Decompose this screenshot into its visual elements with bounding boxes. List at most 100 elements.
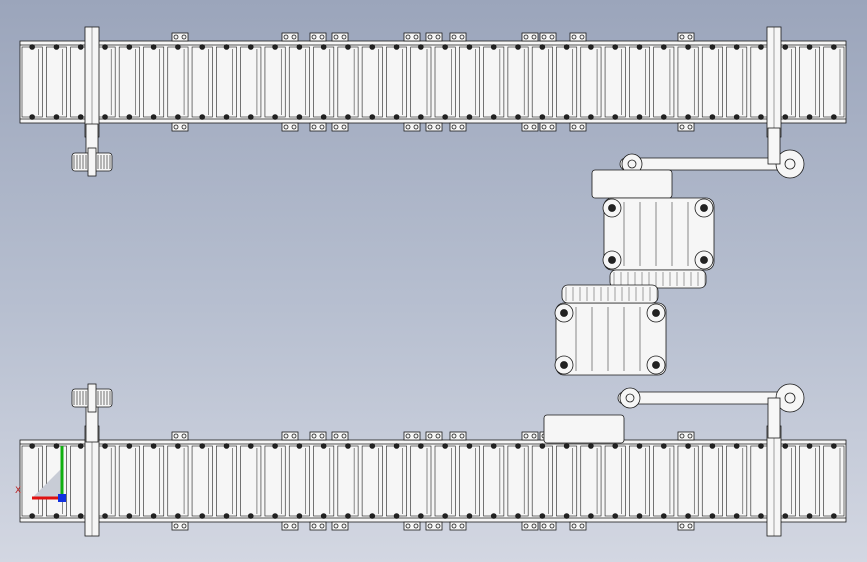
bolt-icon [405, 124, 411, 130]
bolt-icon [296, 443, 303, 449]
motor-shaft [767, 397, 781, 439]
bolt-icon [709, 513, 716, 519]
side-bracket [331, 32, 349, 42]
bolt-icon [311, 433, 317, 439]
bolt-icon [272, 114, 278, 120]
upper-conveyor[interactable] [19, 26, 847, 138]
bolt-icon [173, 433, 179, 439]
conveyor-slat [313, 46, 335, 118]
bolt-icon [369, 114, 376, 120]
motor-bracket [591, 169, 673, 199]
side-bracket [403, 521, 421, 531]
side-bracket [539, 122, 557, 132]
upper-motor-assembly[interactable] [591, 169, 715, 289]
pulley-hub [87, 383, 97, 413]
conveyor-slat [653, 445, 675, 517]
bolt-icon [806, 513, 813, 519]
bolt-icon [636, 443, 643, 449]
conveyor-slat [556, 445, 578, 517]
side-bracket [449, 521, 467, 531]
conveyor-slat [191, 445, 213, 517]
drive-belts[interactable] [617, 127, 805, 439]
bolt-icon [199, 44, 206, 50]
conveyor-slat [531, 46, 553, 118]
conveyor-slat [556, 46, 578, 118]
side-bracket [521, 122, 539, 132]
bolt-icon [175, 513, 181, 519]
side-bracket [677, 521, 695, 531]
bolt-icon [283, 34, 289, 40]
coordinate-triad-icon [32, 446, 66, 502]
bolt-icon [291, 34, 297, 40]
bolt-icon [102, 513, 108, 519]
conveyor-slat [483, 445, 505, 517]
bolt-icon [451, 523, 457, 529]
bolt-icon [126, 44, 133, 50]
bolt-icon [345, 513, 351, 519]
lower-conveyor[interactable] [19, 425, 847, 537]
conveyor-slat [118, 445, 140, 517]
bolt-icon [413, 433, 419, 439]
bolt-icon [393, 44, 400, 50]
bolt-icon [466, 44, 473, 50]
motor-flange [609, 269, 707, 289]
axis-x-label: X [15, 486, 22, 496]
side-bracket [449, 122, 467, 132]
bolt-icon [369, 44, 376, 50]
bolt-icon [333, 34, 339, 40]
bolt-icon [341, 124, 347, 130]
side-bracket [449, 32, 467, 42]
bolt-icon [291, 124, 297, 130]
bolt-icon [291, 433, 297, 439]
bolt-icon [427, 523, 433, 529]
lower-motor-assembly[interactable] [543, 284, 667, 444]
conveyor-slat [701, 445, 723, 517]
bolt-icon [393, 114, 400, 120]
bolt-icon [579, 34, 585, 40]
bolt-icon [608, 256, 616, 264]
motor-flange [561, 284, 659, 304]
bolt-icon [612, 513, 619, 519]
bolt-icon [272, 44, 278, 50]
bolt-icon [173, 34, 179, 40]
bolt-icon [782, 443, 789, 449]
bolt-icon [831, 114, 837, 120]
bolt-icon [515, 44, 521, 50]
bolt-icon [341, 523, 347, 529]
bolt-icon [709, 443, 716, 449]
bolt-icon [685, 513, 691, 519]
bolt-icon [29, 513, 35, 519]
bolt-icon [333, 433, 339, 439]
bolt-icon [150, 443, 157, 449]
bolt-icon [466, 513, 473, 519]
bolt-icon [571, 124, 577, 130]
bolt-icon [831, 44, 837, 50]
conveyor-slat [118, 46, 140, 118]
bolt-icon [320, 44, 327, 50]
bolt-icon [515, 443, 521, 449]
bolt-icon [199, 443, 206, 449]
conveyor-slat [434, 46, 456, 118]
conveyor-slat [458, 46, 480, 118]
bolt-icon [418, 44, 424, 50]
bolt-icon [490, 114, 497, 120]
bolt-icon [612, 114, 619, 120]
bolt-icon [311, 124, 317, 130]
conveyor-slat [337, 46, 359, 118]
bolt-icon [451, 124, 457, 130]
conveyor-slat [629, 445, 650, 517]
pulley-hub-icon [784, 392, 796, 404]
bolt-icon [563, 443, 570, 449]
bolt-icon [181, 124, 187, 130]
side-bracket [521, 521, 539, 531]
bolt-icon [53, 443, 60, 449]
bolt-icon [173, 523, 179, 529]
conveyor-slat [799, 46, 821, 118]
drive-pulleys[interactable] [71, 123, 113, 443]
bolt-icon [247, 44, 254, 50]
side-bracket [521, 32, 539, 42]
bolt-icon [806, 443, 813, 449]
bolt-icon [563, 513, 570, 519]
